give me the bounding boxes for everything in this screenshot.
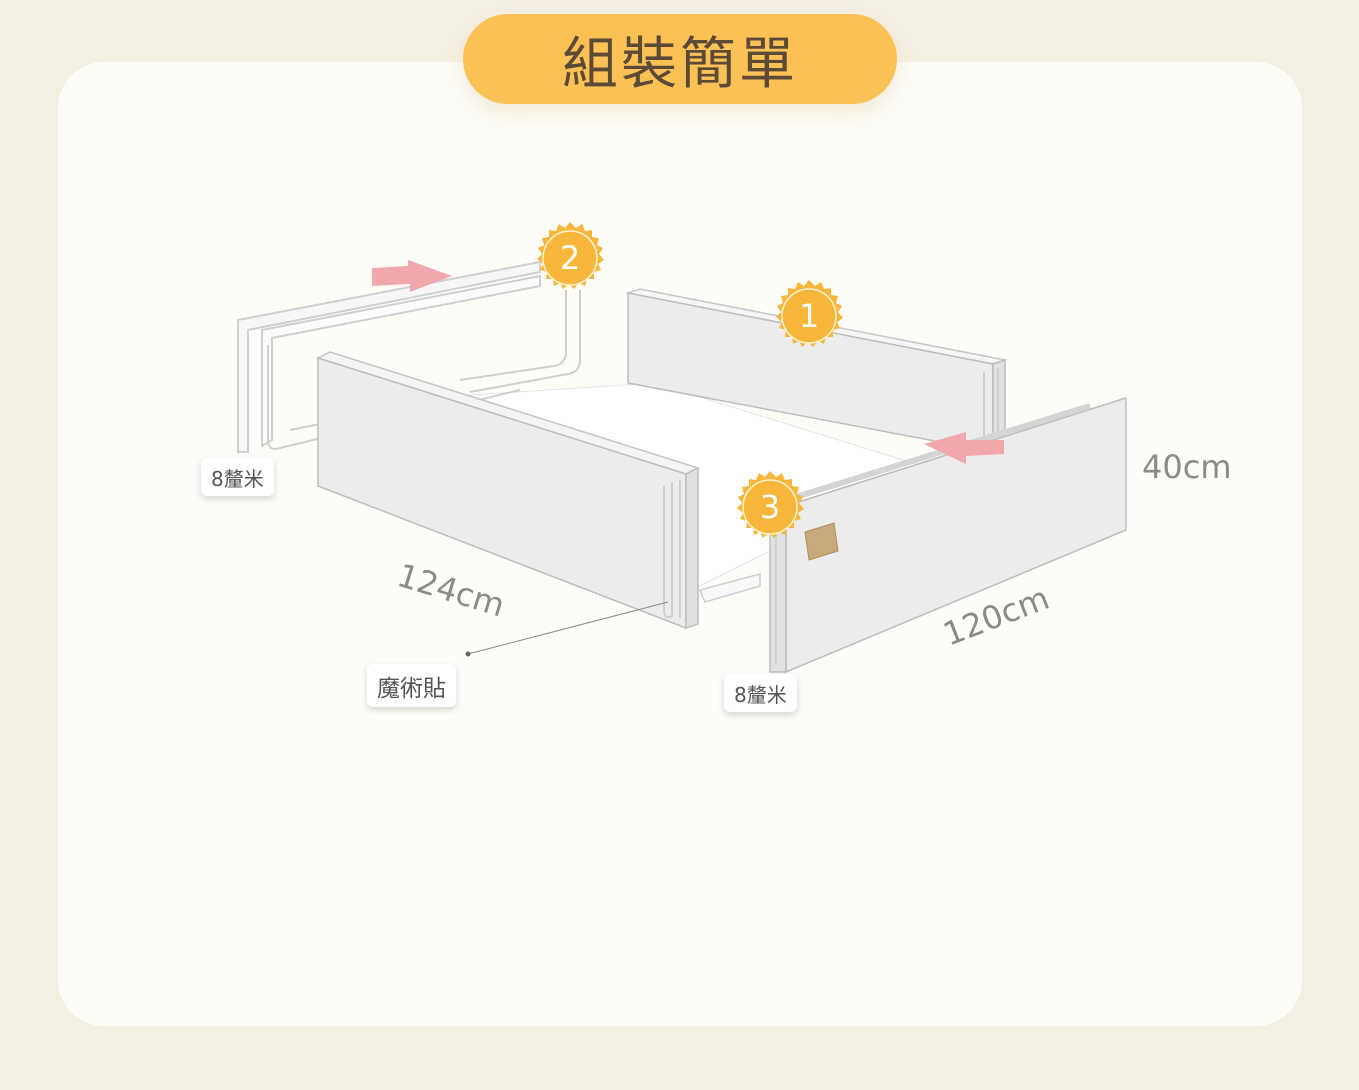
page-title: 組裝簡單 <box>463 14 897 104</box>
thickness-label-left: 8釐米 <box>201 458 274 496</box>
thickness-label-right: 8釐米 <box>724 674 797 712</box>
arrow-icon <box>924 432 1004 464</box>
dimension-height: 40cm <box>1142 448 1232 486</box>
brand-tag <box>804 522 839 561</box>
badge-number: 3 <box>760 488 780 526</box>
step-badge-3: 3 <box>736 470 805 539</box>
step-badge-1: 1 <box>775 279 844 348</box>
badge-number: 1 <box>799 297 819 335</box>
velcro-pointer-dot <box>465 651 471 657</box>
step-badge-2: 2 <box>536 221 605 290</box>
velcro-label: 魔術貼 <box>367 664 456 707</box>
badge-number: 2 <box>560 239 580 277</box>
panel-2-frame <box>237 260 581 453</box>
velcro-pointer-line <box>467 601 669 655</box>
panel-front-left <box>316 351 761 630</box>
arrow-icon <box>372 260 452 292</box>
